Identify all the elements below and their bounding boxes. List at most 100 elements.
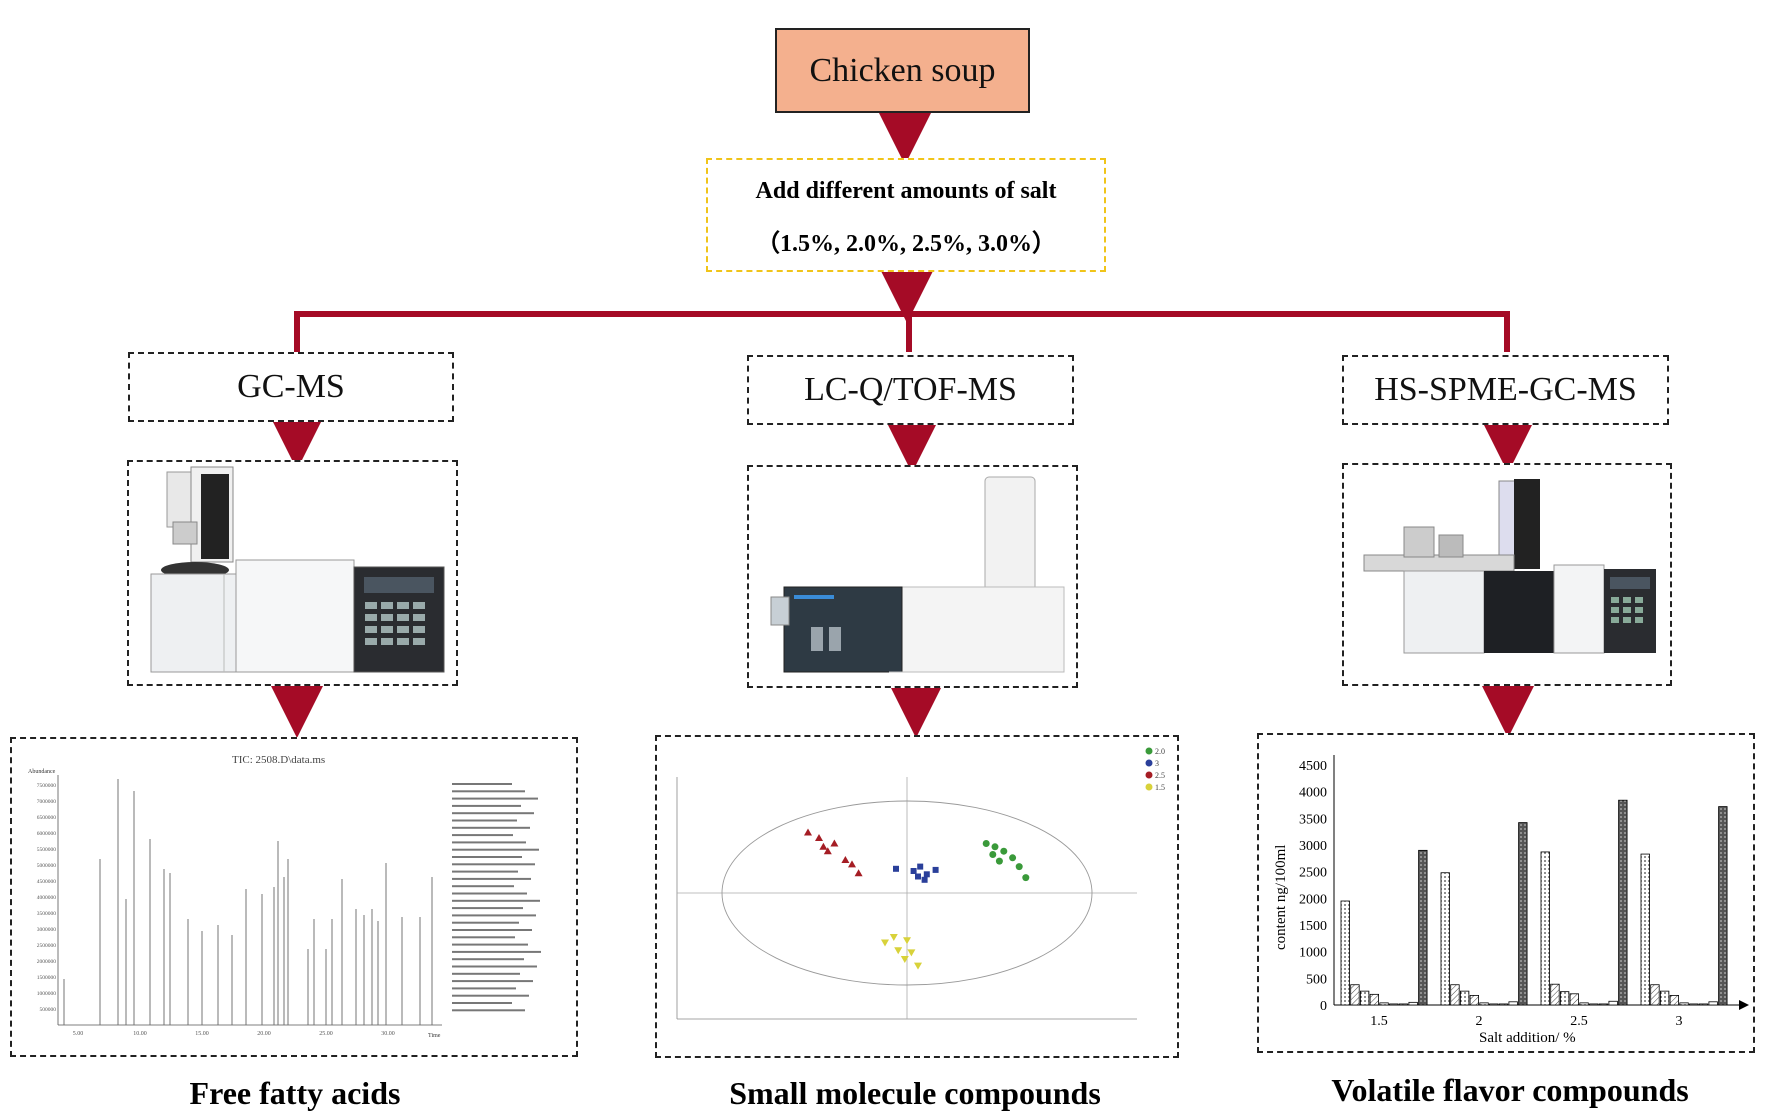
chromatogram-legend-line [452, 965, 537, 968]
chromatogram-legend-line [452, 783, 512, 785]
lcms-instrument-image [770, 476, 1065, 673]
bar-chart-ytick: 1000 [1299, 946, 1327, 961]
chromatogram-ylabel: Abundance [28, 769, 56, 775]
score-point [914, 962, 922, 970]
bar-chart-bar [1698, 1003, 1709, 1006]
chromatogram-legend-line [452, 892, 527, 895]
chromatogram-ytick: 3500000 [37, 911, 57, 917]
chromatogram-ytick: 5000000 [37, 863, 57, 869]
chromatogram-xtick: 20.00 [257, 1031, 271, 1037]
bar-chart-xtick: 3 [1676, 1014, 1683, 1029]
chromatogram-legend-line [452, 856, 522, 858]
bar-chart-bar [1669, 994, 1680, 1006]
bar-chart-bar [1659, 990, 1670, 1006]
chromatogram-ytick: 2000000 [37, 959, 57, 965]
chromatogram-ytick: 6000000 [37, 831, 57, 837]
bar-chart-ytick: 2000 [1299, 892, 1327, 907]
treatment-node: Add different amounts of salt （1.5%, 2.0… [706, 158, 1106, 272]
chromatogram-ytick: 500000 [40, 1007, 57, 1013]
score-point [893, 865, 899, 872]
bar-chart-bar [1508, 1001, 1518, 1006]
score-legend-label: 3 [1155, 759, 1159, 768]
instrument-lcms-box [747, 465, 1078, 688]
bar-chart-bar [1469, 994, 1480, 1006]
bar-chart-bar [1608, 1000, 1618, 1006]
chromatogram-ytick: 5500000 [37, 847, 57, 853]
bar-chart-xtick: 1.5 [1370, 1014, 1388, 1029]
chromatogram-legend-line [452, 885, 514, 888]
score-point [841, 856, 850, 863]
result-chromatogram-box: TIC: 2508.D\data.ms Abundance Time 75000… [10, 737, 578, 1057]
bar-chart-bar [1360, 990, 1370, 1006]
score-point [910, 868, 917, 874]
score-point [894, 947, 903, 955]
score-legend-label: 2.0 [1155, 747, 1165, 756]
bar-chart-bar [1598, 1003, 1609, 1006]
hsspme-instrument-image [1363, 479, 1656, 654]
bar-chart-bar [1718, 806, 1728, 1006]
branch-line [294, 311, 1510, 352]
score-point [804, 828, 812, 836]
treatment-line1: Add different amounts of salt [755, 178, 1057, 204]
method-gcms-label: GC-MS [237, 368, 345, 405]
bar-chart-bar [1450, 984, 1460, 1006]
chromatogram-legend-line [452, 804, 521, 807]
score-point [991, 843, 999, 851]
score-legend-label: 2.5 [1155, 771, 1165, 780]
root-node-label: Chicken soup [809, 51, 996, 89]
chromatogram-legend-line [452, 834, 513, 837]
score-point [1015, 863, 1023, 871]
method-hsspme: HS-SPME-GC-MS [1342, 355, 1669, 425]
bar-chart-bar [1589, 1003, 1599, 1006]
score-point [932, 866, 939, 873]
bar-chart-x-axis-arrowhead [1739, 1000, 1749, 1010]
chromatogram-legend-line [452, 1002, 512, 1004]
score-point [917, 863, 924, 870]
method-lcms-label: LC-Q/TOF-MS [804, 371, 1017, 408]
bar-chart-bar [1340, 900, 1350, 1006]
score-point [915, 873, 921, 880]
bar-chart-bar [1479, 1002, 1489, 1006]
caption-volatile-flavor: Volatile flavor compounds [1331, 1072, 1689, 1108]
chromatogram-legend-line [452, 980, 533, 983]
bar-chart-bar [1398, 1003, 1409, 1006]
bar-chart-bar [1540, 851, 1550, 1006]
score-point [848, 860, 856, 868]
chromatogram-xtick: 5.00 [73, 1031, 84, 1037]
bar-chart-bar [1489, 1003, 1499, 1006]
score-point [881, 939, 889, 947]
bar-chart-ytick: 3500 [1299, 812, 1327, 827]
chromatogram-ytick: 2500000 [37, 943, 57, 949]
score-point [830, 839, 839, 847]
score-point [823, 847, 832, 855]
bar-chart-bar [1650, 984, 1660, 1006]
bar-chart-ytick: 1500 [1299, 919, 1327, 934]
chromatogram-xtick: 15.00 [195, 1031, 209, 1037]
bar-chart-bar [1579, 1002, 1589, 1006]
bar-chart-bar [1369, 993, 1379, 1006]
bar-chart-bar [1498, 1003, 1509, 1006]
chromatogram-legend-line [452, 1009, 525, 1012]
bar-chart-bar [1459, 990, 1470, 1006]
bar-chart-bar [1640, 853, 1650, 1006]
chromatogram-ytick: 3000000 [37, 927, 57, 933]
score-point [1009, 854, 1017, 862]
chromatogram-ytick: 4000000 [37, 895, 57, 901]
bar-chart-ytick: 4500 [1299, 759, 1327, 774]
chromatogram-ytick: 7500000 [37, 783, 57, 789]
bar-chart-ytick: 0 [1320, 999, 1327, 1014]
chromatogram-legend-line [452, 907, 523, 910]
chromatogram-legend-line [452, 863, 535, 866]
score-point [819, 842, 828, 850]
chromatogram: TIC: 2508.D\data.ms Abundance Time 75000… [28, 754, 541, 1039]
bar-chart-ytick: 3000 [1299, 839, 1327, 854]
bar-chart-bar [1550, 983, 1560, 1006]
bar-chart-bar [1379, 1002, 1389, 1006]
bar-chart-bar [1618, 799, 1628, 1006]
bar-chart-bar [1350, 984, 1360, 1006]
root-node: Chicken soup [775, 28, 1030, 113]
chromatogram-legend-line [452, 936, 515, 939]
chromatogram-ytick: 1000000 [37, 991, 57, 997]
